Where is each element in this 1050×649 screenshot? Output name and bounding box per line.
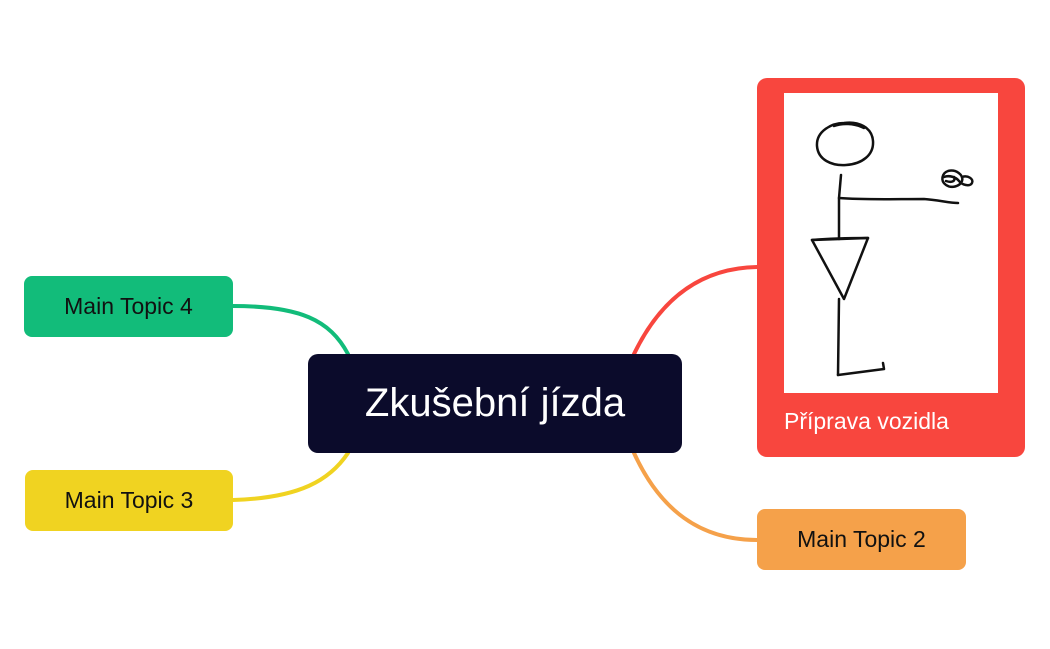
stick-figure-icon xyxy=(810,121,974,377)
topic-node-1[interactable]: Příprava vozidla xyxy=(757,78,1025,457)
topic-label-1: Příprava vozidla xyxy=(784,408,949,434)
connector-topic-2 xyxy=(632,451,759,542)
topic-node-2[interactable]: Main Topic 2 xyxy=(757,509,966,570)
connector-topic-1 xyxy=(632,265,759,356)
stick-figure-drawing xyxy=(784,93,998,393)
central-topic-label: Zkušební jízda xyxy=(364,381,626,425)
topic-node-4[interactable]: Main Topic 4 xyxy=(24,276,233,337)
topic-node-3[interactable]: Main Topic 3 xyxy=(25,470,233,531)
connector-topic-3 xyxy=(231,451,350,502)
connector-topic-4 xyxy=(231,304,350,356)
topic-label-4: Main Topic 4 xyxy=(64,293,193,319)
central-topic[interactable]: Zkušební jízda xyxy=(308,354,682,453)
topic-label-2: Main Topic 2 xyxy=(797,526,926,552)
topic-label-3: Main Topic 3 xyxy=(64,487,194,513)
